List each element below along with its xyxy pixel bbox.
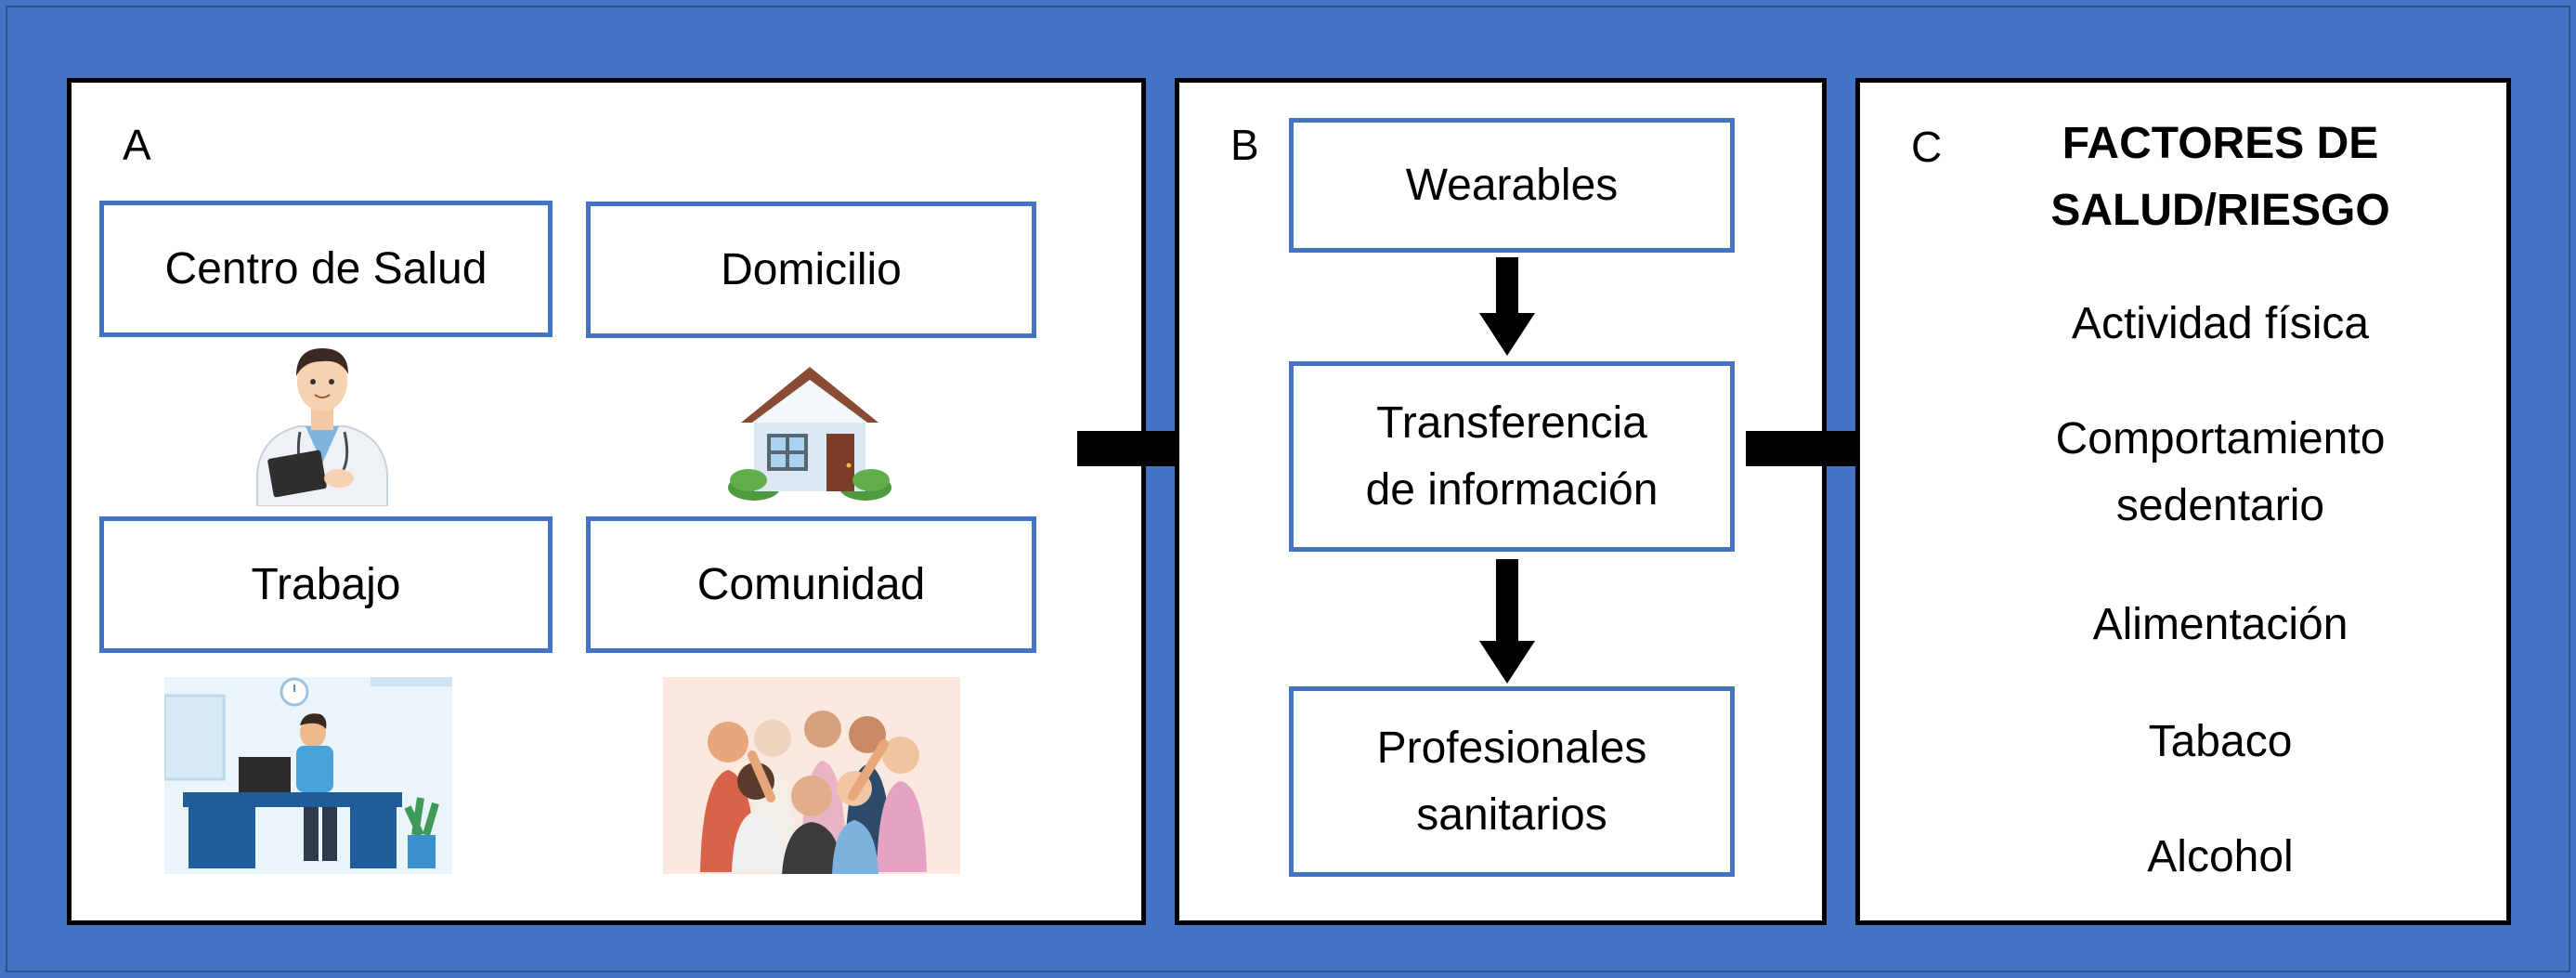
panel-a-letter: A bbox=[123, 121, 151, 169]
arrow-transfer-to-professionals bbox=[1479, 559, 1535, 684]
box-comunidad: Comunidad bbox=[586, 516, 1036, 653]
office-worker-illustration bbox=[164, 677, 452, 874]
factors-title: FACTORES DE SALUD/RIESGO bbox=[2050, 119, 2390, 235]
box-profesionales-sanitarios: Profesionales sanitarios bbox=[1289, 686, 1735, 877]
box-transferencia-de-informacion: Transferencia de información bbox=[1289, 361, 1735, 552]
box-wearables: Wearables bbox=[1289, 118, 1735, 253]
community-group-illustration bbox=[663, 677, 960, 874]
box-domicilio: Domicilio bbox=[586, 202, 1036, 338]
panel-a-settings: A Centro de Salud Domicilio Trabajo Comu… bbox=[67, 78, 1146, 925]
house-illustration bbox=[728, 367, 891, 501]
panel-c: C FACTORES DE SALUD/RIESGO Actividad fís… bbox=[1855, 78, 2511, 925]
outer-frame bbox=[6, 6, 2570, 972]
factor-actividad-fisica: Actividad física bbox=[2071, 299, 2370, 348]
panel-c-letter: C bbox=[1911, 123, 1943, 171]
box-trabajo: Trabajo bbox=[99, 516, 553, 653]
panel-b-letter: B bbox=[1230, 121, 1259, 169]
arrow-wearables-to-transfer bbox=[1479, 257, 1535, 356]
factor-alimentacion: Alimentación bbox=[2092, 600, 2348, 649]
factor-alcohol: Alcohol bbox=[2147, 832, 2294, 881]
factor-comportamiento-sedentario: Comportamiento sedentario bbox=[2055, 414, 2386, 530]
panel-b: B Wearables Transferencia de información… bbox=[1175, 78, 1827, 925]
doctor-illustration bbox=[256, 348, 388, 506]
factor-tabaco: Tabaco bbox=[2148, 717, 2293, 766]
box-centro-de-salud: Centro de Salud bbox=[99, 201, 553, 337]
